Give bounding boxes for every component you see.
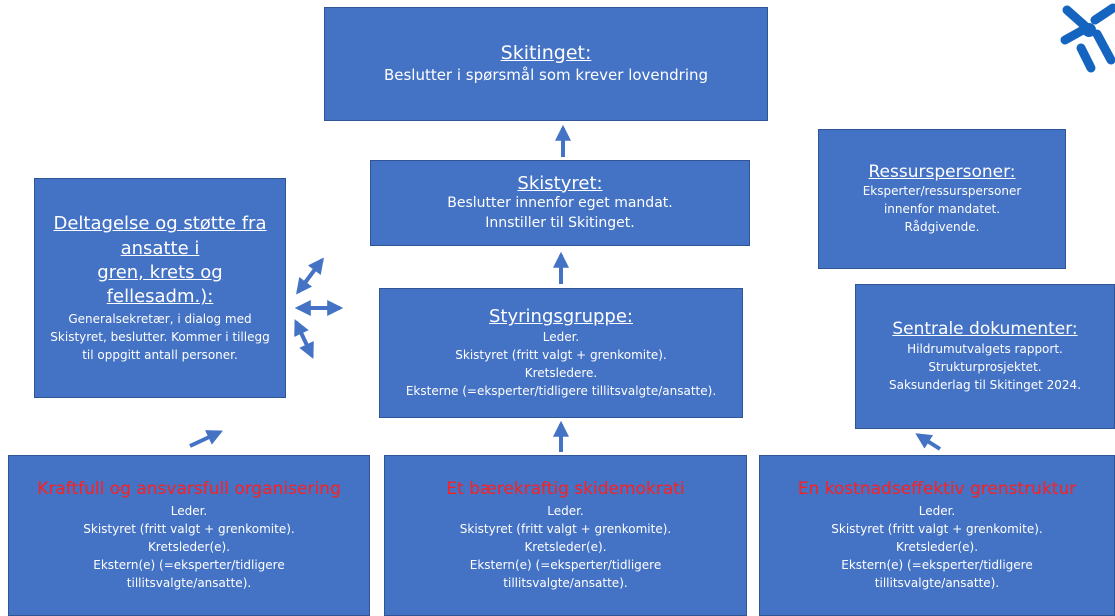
ressurspersoner-body: Eksperter/ressurspersoner innenfor manda… [862, 184, 1022, 235]
double-arrow-lower [294, 319, 314, 359]
workgroup-box-grenstruktur: En kostnadseffektiv grenstruktur Leder. … [759, 455, 1115, 616]
arrow-left-group-to-deltagelse [189, 430, 223, 448]
workgroup-body: Leder. Skistyret (fritt valgt + grenkomi… [831, 503, 1043, 590]
skitinget-body: Beslutter i spørsmål som krever lovendri… [383, 65, 709, 84]
workgroup-body: Leder. Skistyret (fritt valgt + grenkomi… [459, 503, 672, 590]
styringsgruppe-box: Styringsgruppe: Leder. Skistyret (fritt … [379, 288, 743, 418]
deltagelse-box: Deltagelse og støtte fra ansatte i gren,… [34, 178, 286, 398]
sentrale-dokumenter-title: Sentrale dokumenter: [892, 319, 1078, 340]
ressurspersoner-box: Ressurspersoner: Eksperter/ressursperson… [818, 129, 1066, 269]
sentrale-dokumenter-box: Sentrale dokumenter: Hildrumutvalgets ra… [855, 284, 1115, 429]
skitinget-box: Skitinget: Beslutter i spørsmål som krev… [324, 7, 768, 121]
workgroup-title: Kraftfull og ansvarsfull organisering [37, 479, 341, 500]
workgroup-title: En kostnadseffektiv grenstruktur [797, 479, 1077, 500]
workgroup-body: Leder. Skistyret (fritt valgt + grenkomi… [83, 503, 295, 590]
skistyret-body: Beslutter innenfor eget mandat. Innstill… [447, 195, 673, 231]
sentrale-dokumenter-body: Hildrumutvalgets rapport. Strukturprosje… [888, 341, 1082, 392]
deltagelse-title: Deltagelse og støtte fra ansatte i gren,… [53, 213, 267, 308]
workgroup-box-organisering: Kraftfull og ansvarsfull organisering Le… [8, 455, 370, 616]
styringsgruppe-title: Styringsgruppe: [489, 306, 633, 328]
arrow-right-group-to-sentrale [915, 433, 942, 451]
ski-association-logo-icon [1060, 3, 1115, 73]
workgroup-title: Et bærekraftig skidemokrati [446, 479, 685, 500]
skistyret-title: Skistyret: [517, 172, 603, 194]
skitinget-title: Skitinget: [500, 41, 592, 64]
ressurspersoner-title: Ressurspersoner: [868, 161, 1016, 182]
styringsgruppe-body: Leder. Skistyret (fritt valgt + grenkomi… [405, 329, 717, 398]
deltagelse-body: Generalsekretær, i dialog med Skistyret,… [50, 311, 270, 362]
workgroup-box-skidemokrati: Et bærekraftig skidemokrati Leder. Skist… [384, 455, 747, 616]
double-arrow-upper [296, 257, 324, 295]
skistyret-box: Skistyret: Beslutter innenfor eget manda… [370, 160, 750, 246]
